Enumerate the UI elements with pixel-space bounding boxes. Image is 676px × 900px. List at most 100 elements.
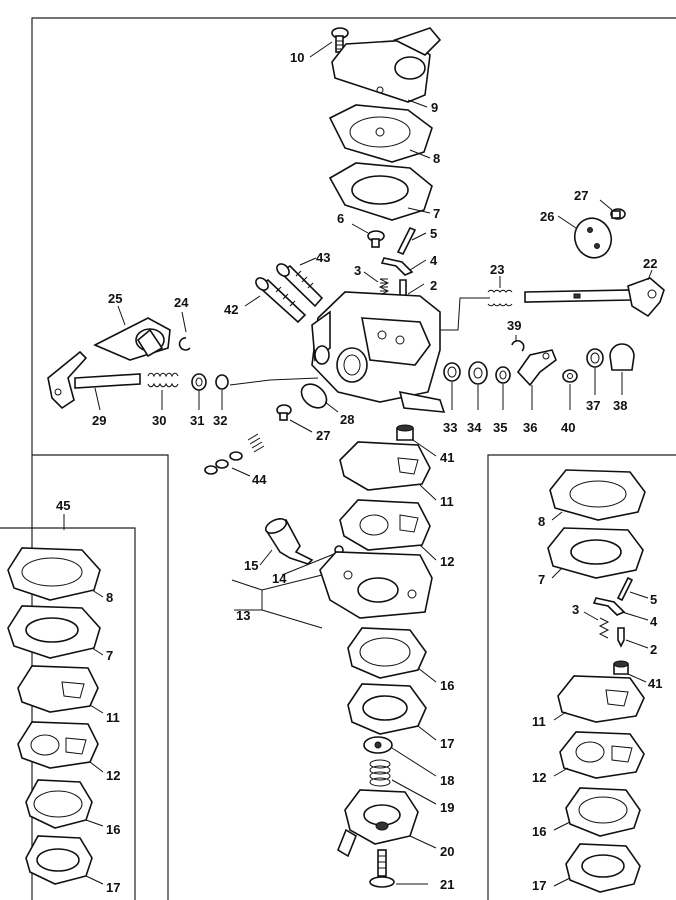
pump-body-13 bbox=[319, 551, 433, 619]
lever-4 bbox=[380, 257, 414, 276]
washer-31 bbox=[191, 373, 207, 391]
washer-37 bbox=[586, 348, 604, 368]
choke-plate-26 bbox=[573, 217, 613, 259]
gasket-11 bbox=[339, 441, 431, 491]
callout-11: 11 bbox=[440, 494, 454, 509]
cover-20 bbox=[337, 789, 419, 858]
callout-26: 26 bbox=[540, 209, 554, 224]
screw-27-upper bbox=[610, 208, 626, 220]
circlip-24 bbox=[178, 337, 191, 351]
pump-cover-9 bbox=[331, 27, 442, 103]
disc-18 bbox=[363, 736, 393, 754]
right-gasket-7 bbox=[547, 527, 644, 579]
kit45-callout-17: 17 bbox=[106, 880, 120, 895]
right-callout-2: 2 bbox=[650, 642, 657, 657]
spring-23 bbox=[487, 289, 513, 307]
callout-39: 39 bbox=[507, 318, 521, 333]
spring-19 bbox=[369, 759, 391, 787]
carburetor-body bbox=[311, 291, 446, 413]
callout-33: 33 bbox=[443, 420, 457, 435]
callout-43: 43 bbox=[316, 250, 330, 265]
kit45-gasket-11 bbox=[17, 665, 99, 713]
clip-39 bbox=[511, 339, 525, 352]
right-gasket-11 bbox=[557, 675, 645, 723]
kit45-callout-12: 12 bbox=[106, 768, 120, 783]
callout-20: 20 bbox=[440, 844, 454, 859]
spring-set-44 bbox=[204, 433, 265, 475]
kit45-callout-8: 8 bbox=[106, 590, 113, 605]
right-filter-41 bbox=[613, 660, 629, 675]
kit45-label: 45 bbox=[56, 498, 70, 513]
lever-36 bbox=[516, 349, 557, 387]
screw-27-lower bbox=[276, 404, 292, 421]
callout-38: 38 bbox=[613, 398, 627, 413]
ring-32 bbox=[215, 374, 229, 390]
callout-10: 10 bbox=[290, 50, 304, 65]
right-lever-4 bbox=[592, 597, 626, 616]
adjusting-screw-42 bbox=[255, 277, 307, 324]
throttle-plate-28 bbox=[300, 383, 328, 409]
kit45-plate-12 bbox=[17, 721, 99, 769]
right-needle-2 bbox=[617, 627, 625, 648]
callout-30: 30 bbox=[152, 413, 166, 428]
diaphragm-16 bbox=[347, 627, 427, 679]
kit45-callout-7: 7 bbox=[106, 648, 113, 663]
callout-24: 24 bbox=[174, 295, 189, 310]
diaphragm-8 bbox=[328, 104, 433, 163]
callout-21: 21 bbox=[440, 877, 454, 892]
callout-42: 42 bbox=[224, 302, 238, 317]
right-callout-12: 12 bbox=[532, 770, 546, 785]
bushing-33 bbox=[443, 362, 461, 382]
callout-40: 40 bbox=[561, 420, 575, 435]
right-callout-41: 41 bbox=[648, 676, 662, 691]
callout-14: 14 bbox=[272, 571, 287, 586]
callout-3: 3 bbox=[354, 263, 361, 278]
right-spring-3 bbox=[598, 617, 610, 639]
callout-9: 9 bbox=[431, 100, 438, 115]
nut-40 bbox=[562, 369, 578, 383]
spring-3 bbox=[378, 278, 390, 296]
callout-19: 19 bbox=[440, 800, 454, 815]
gasket-7 bbox=[328, 162, 433, 221]
right-gasket-17 bbox=[565, 843, 641, 893]
knob-38 bbox=[609, 343, 635, 371]
callout-8: 8 bbox=[433, 151, 440, 166]
throttle-shaft-29 bbox=[47, 350, 141, 410]
callout-27-upper: 27 bbox=[574, 188, 588, 203]
kit45-callout-16: 16 bbox=[106, 822, 120, 837]
callout-27-lower: 27 bbox=[316, 428, 330, 443]
right-callout-8: 8 bbox=[538, 514, 545, 529]
choke-lever-25 bbox=[93, 317, 171, 361]
screw-21 bbox=[369, 849, 395, 888]
callout-5: 5 bbox=[430, 226, 437, 241]
callout-32: 32 bbox=[213, 413, 227, 428]
callout-18: 18 bbox=[440, 773, 454, 788]
spring-30 bbox=[147, 372, 179, 388]
plate-12 bbox=[339, 499, 431, 551]
kit45-diaphragm-8 bbox=[7, 547, 101, 601]
right-callout-17: 17 bbox=[532, 878, 546, 893]
valve-15 bbox=[264, 518, 314, 565]
adjusting-screw-43 bbox=[276, 263, 324, 308]
callout-37: 37 bbox=[586, 398, 600, 413]
callout-34: 34 bbox=[467, 420, 482, 435]
callout-2: 2 bbox=[430, 278, 437, 293]
washer-35 bbox=[495, 366, 511, 384]
callout-16: 16 bbox=[440, 678, 454, 693]
right-callout-11: 11 bbox=[532, 714, 546, 729]
callout-28: 28 bbox=[340, 412, 354, 427]
right-callout-5: 5 bbox=[650, 592, 657, 607]
callout-23: 23 bbox=[490, 262, 504, 277]
right-callout-16: 16 bbox=[532, 824, 546, 839]
right-diaphragm-16 bbox=[565, 787, 641, 837]
callout-7: 7 bbox=[433, 206, 440, 221]
callout-29: 29 bbox=[92, 413, 106, 428]
kit-45-frame bbox=[0, 527, 136, 900]
callout-15: 15 bbox=[244, 558, 258, 573]
right-plate-12 bbox=[559, 731, 645, 779]
callout-31: 31 bbox=[190, 413, 204, 428]
callout-35: 35 bbox=[493, 420, 507, 435]
callout-22: 22 bbox=[643, 256, 657, 271]
kit45-callout-11: 11 bbox=[106, 710, 120, 725]
